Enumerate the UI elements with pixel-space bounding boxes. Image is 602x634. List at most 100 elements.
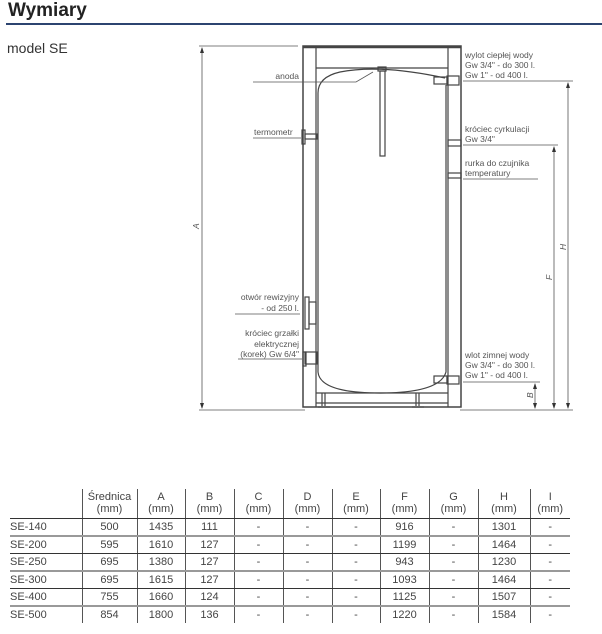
column-header-line: (mm) <box>391 503 418 515</box>
model-cell: SE-140 <box>10 518 82 537</box>
value-cell: 1584 <box>477 606 530 623</box>
value-cell: - <box>331 606 380 623</box>
model-cell: SE-300 <box>10 571 82 589</box>
value-cell: - <box>233 588 283 607</box>
value-cell: 1610 <box>136 536 185 554</box>
column-header-line: F <box>401 491 408 503</box>
model-cell: SE-400 <box>10 588 82 607</box>
value-cell: 1660 <box>136 588 185 607</box>
value-cell: - <box>282 588 332 607</box>
label-wylot-3: Gw 1" - od 400 l. <box>465 70 528 80</box>
value-cell: 1464 <box>477 571 530 589</box>
value-cell: - <box>529 588 570 607</box>
title-underline <box>6 23 602 25</box>
value-cell: - <box>331 536 380 554</box>
column-header: A(mm) <box>136 489 185 519</box>
model-cell: SE-250 <box>10 553 82 572</box>
value-cell: - <box>529 553 570 572</box>
value-cell: - <box>282 606 332 623</box>
dim-label-a: A <box>191 223 201 230</box>
label-cyrkulacja-2: Gw 3/4" <box>465 134 495 144</box>
label-rurka-1: rurka do czujnika <box>465 158 530 168</box>
value-cell: - <box>282 571 332 589</box>
dim-label-h: H <box>558 243 568 250</box>
value-cell: 1220 <box>379 606 429 623</box>
column-header-line: A <box>157 491 165 503</box>
value-cell: 500 <box>81 518 137 537</box>
value-cell: 595 <box>81 536 137 554</box>
value-cell: - <box>282 518 332 537</box>
column-header-line: (mm) <box>343 503 369 515</box>
value-cell: 695 <box>81 571 137 589</box>
value-cell: - <box>233 553 283 572</box>
column-header-line: C <box>254 491 263 503</box>
value-cell: - <box>428 518 478 537</box>
column-header: E(mm) <box>331 489 380 519</box>
value-cell: 127 <box>184 571 234 589</box>
value-cell: 916 <box>379 518 429 537</box>
column-header-line: D <box>303 491 312 503</box>
value-cell: 127 <box>184 536 234 554</box>
label-rurka-2: temperatury <box>465 168 511 178</box>
value-cell: - <box>233 606 283 623</box>
column-header-line: (mm) <box>491 503 517 515</box>
label-wlot-1: wlot zimnej wody <box>464 350 530 360</box>
model-label: model SE <box>7 40 68 56</box>
label-wlot-2: Gw 3/4" - do 300 l. <box>465 360 535 370</box>
value-cell: - <box>282 536 332 554</box>
tank-drawing <box>301 45 462 408</box>
value-cell: 695 <box>81 553 137 572</box>
value-cell: 1380 <box>136 553 185 572</box>
dim-label-b: B <box>525 392 535 398</box>
value-cell: 943 <box>379 553 429 572</box>
label-grzalka-3: (korek) Gw 6/4" <box>240 349 299 359</box>
column-header-line: (mm) <box>148 503 174 515</box>
dim-label-f: F <box>544 274 554 280</box>
column-header: G(mm) <box>428 489 478 519</box>
model-cell: SE-200 <box>10 536 82 554</box>
label-cyrkulacja-1: króciec cyrkulacji <box>465 124 529 134</box>
value-cell: 127 <box>184 553 234 572</box>
value-cell: - <box>428 588 478 607</box>
tank-diagram: anoda termometr otwór rewizyjny - od 250… <box>191 45 573 411</box>
label-termometr: termometr <box>254 127 293 137</box>
value-cell: 124 <box>184 588 234 607</box>
column-header: Średnica(mm) <box>81 489 137 519</box>
label-otwor-1: otwór rewizyjny <box>241 292 300 302</box>
label-otwor-2: - od 250 l. <box>261 303 299 313</box>
column-header-line: (mm) <box>440 503 467 515</box>
dimensions-table: Średnica(mm)A(mm)B(mm)C(mm)D(mm)E(mm)F(m… <box>10 489 570 623</box>
label-wylot-1: wylot ciepłej wody <box>464 50 534 60</box>
value-cell: - <box>529 606 570 623</box>
value-cell: 755 <box>81 588 137 607</box>
value-cell: 1507 <box>477 588 530 607</box>
column-header-line: H <box>500 491 508 503</box>
value-cell: 136 <box>184 606 234 623</box>
value-cell: - <box>529 571 570 589</box>
value-cell: - <box>529 518 570 537</box>
value-cell: - <box>428 553 478 572</box>
value-cell: 1615 <box>136 571 185 589</box>
value-cell: - <box>428 606 478 623</box>
value-cell: - <box>233 518 283 537</box>
column-header-line: G <box>449 491 458 503</box>
column-header: H(mm) <box>477 489 530 519</box>
value-cell: - <box>282 553 332 572</box>
leader-lines <box>199 45 573 411</box>
model-cell: SE-500 <box>10 609 47 621</box>
value-cell: - <box>233 536 283 554</box>
page-title: Wymiary <box>8 0 87 21</box>
value-cell: 1093 <box>379 571 429 589</box>
value-cell: 1125 <box>379 588 429 607</box>
value-cell: - <box>233 571 283 589</box>
label-grzalka-2: elektrycznej <box>254 339 299 349</box>
column-header-line: (mm) <box>196 503 223 515</box>
value-cell: 1230 <box>477 553 530 572</box>
value-cell: 1199 <box>379 536 429 554</box>
column-header-line: (mm) <box>96 503 123 515</box>
value-cell: - <box>331 553 380 572</box>
